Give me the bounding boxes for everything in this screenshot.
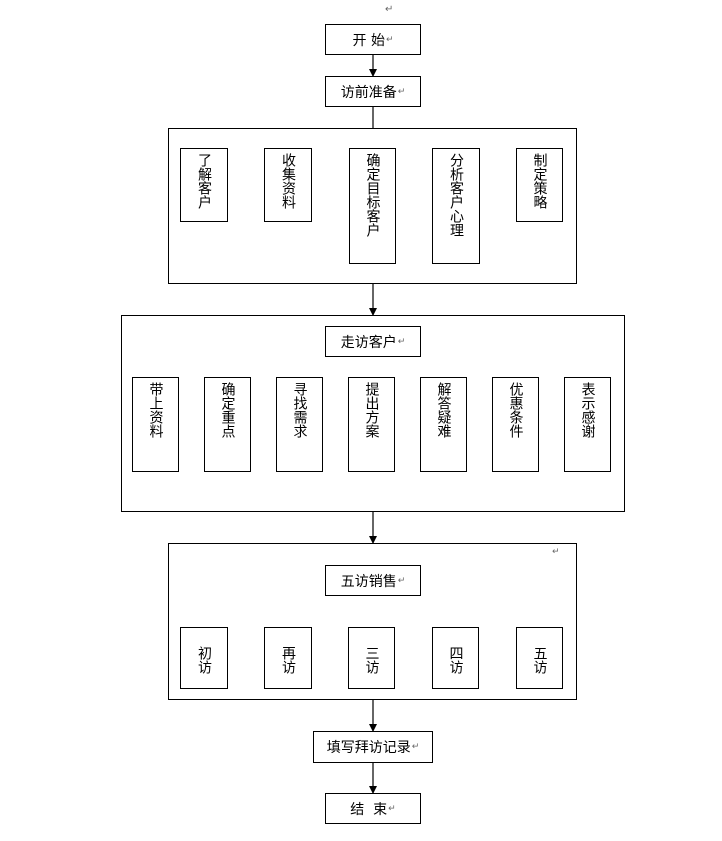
- visit-step-2: 确定重点: [204, 377, 251, 472]
- prep-node: 访前准备↵: [325, 76, 421, 107]
- visit-step-7-label: 表示感谢: [579, 382, 596, 438]
- visit-step-3-label: 寻找需求: [291, 382, 308, 438]
- five-frame-para-mark: ↵: [552, 547, 560, 557]
- prep-step-5-label: 制定策略: [531, 153, 548, 209]
- visit-step-5-label: 解答疑难: [435, 382, 452, 438]
- start-para-mark: ↵: [385, 34, 394, 45]
- visit-node: 走访客户↵: [325, 326, 421, 357]
- visit-step-3: 寻找需求: [276, 377, 323, 472]
- record-para-mark: ↵: [411, 742, 420, 752]
- visit-step-5: 解答疑难: [420, 377, 467, 472]
- five-step-3-label: 三访: [363, 646, 380, 674]
- visit-para-mark: ↵: [397, 336, 406, 347]
- five-step-3: 三访: [348, 627, 395, 689]
- prep-label: 访前准备: [340, 84, 397, 101]
- visit-step-4: 提出方案: [348, 377, 395, 472]
- prep-step-1: 了解客户: [180, 148, 228, 222]
- visit-label: 走访客户: [340, 334, 397, 351]
- visit-step-7: 表示感谢: [564, 377, 611, 472]
- visit-step-1: 带上资料: [132, 377, 179, 472]
- start-node: 开 始↵: [325, 24, 421, 55]
- record-node: 填写拜访记录↵: [313, 731, 433, 763]
- five-step-4-label: 四访: [447, 646, 464, 674]
- end-node: 结 束↵: [325, 793, 421, 824]
- five-para-mark: ↵: [397, 575, 406, 586]
- prep-step-1-label: 了解客户: [196, 153, 212, 209]
- visit-step-6-label: 优惠条件: [507, 382, 524, 438]
- prep-step-2-label: 收集资料: [280, 153, 296, 209]
- five-step-2-label: 再访: [280, 646, 296, 674]
- five-node: 五访销售↵: [325, 565, 421, 596]
- five-step-4: 四访: [432, 627, 479, 689]
- top-paragraph-mark: ↵: [385, 4, 394, 15]
- prep-step-2: 收集资料: [264, 148, 312, 222]
- five-step-5-label: 五访: [531, 646, 548, 674]
- visit-step-1-label: 带上资料: [147, 382, 164, 438]
- five-label: 五访销售: [340, 573, 397, 590]
- prep-step-5: 制定策略: [516, 148, 563, 222]
- end-para-mark: ↵: [388, 803, 396, 814]
- visit-step-4-label: 提出方案: [363, 382, 380, 438]
- visit-step-2-label: 确定重点: [219, 382, 236, 438]
- prep-para-mark: ↵: [397, 86, 406, 97]
- prep-step-4: 分析客户心理: [432, 148, 480, 264]
- visit-step-6: 优惠条件: [492, 377, 539, 472]
- five-step-1-label: 初访: [196, 646, 212, 674]
- five-step-5: 五访: [516, 627, 563, 689]
- prep-step-3-label: 确定目标客户: [364, 153, 381, 237]
- prep-step-3: 确定目标客户: [349, 148, 396, 264]
- five-step-2: 再访: [264, 627, 312, 689]
- prep-step-4-label: 分析客户心理: [448, 153, 464, 237]
- start-label: 开 始: [352, 32, 385, 49]
- five-step-1: 初访: [180, 627, 228, 689]
- end-label: 结 束: [350, 801, 388, 818]
- record-label: 填写拜访记录: [326, 740, 411, 756]
